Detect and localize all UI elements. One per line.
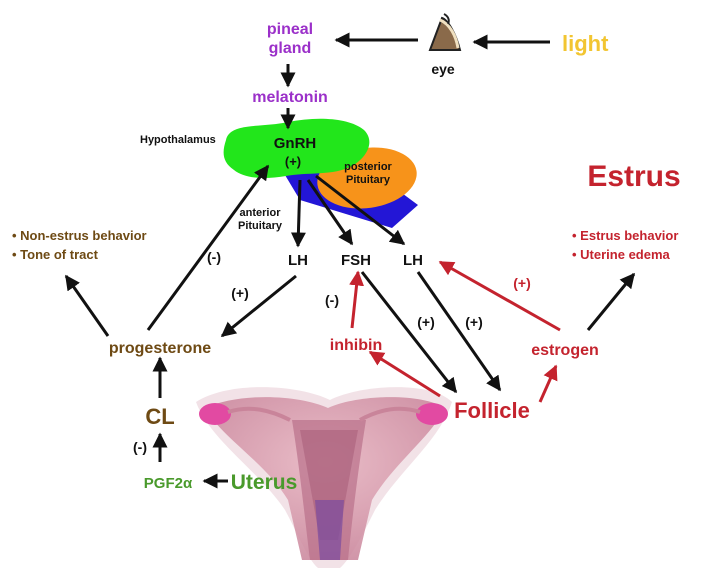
estrogen-label: estrogen	[531, 342, 599, 359]
posterior-pituitary-line1: posterior	[344, 161, 392, 173]
sign-progesterone-gnrh: (-)	[207, 249, 221, 265]
sign-inhibin-fsh: (-)	[325, 292, 339, 308]
light-label: light	[562, 31, 609, 56]
follicle-label: Follicle	[454, 398, 530, 423]
gnrh-label: GnRH	[274, 135, 317, 152]
arrow-estrogen-to-lh	[440, 262, 560, 330]
estrus-title: Estrus	[587, 160, 680, 193]
eye-label: eye	[431, 61, 455, 77]
arrow-estrogen-to-effects	[588, 274, 634, 330]
non-estrus-behavior-label: • Non-estrus behavior	[12, 228, 147, 243]
anterior-pituitary-line2: Pituitary	[238, 220, 283, 232]
sign-fsh-follicle: (+)	[417, 314, 435, 330]
tone-of-tract-label: • Tone of tract	[12, 247, 99, 262]
uterine-edema-label: • Uterine edema	[572, 247, 671, 262]
pineal-label-line2: gland	[269, 40, 312, 57]
eye-icon	[430, 14, 460, 50]
progesterone-label: progesterone	[109, 340, 211, 357]
arrow-progesterone-to-gnrh	[148, 166, 268, 330]
arrow-progesterone-to-effects	[66, 276, 108, 336]
estrus-behavior-label: • Estrus behavior	[572, 228, 678, 243]
sign-lh-follicle: (+)	[465, 314, 483, 330]
arrow-fsh-to-follicle	[362, 272, 456, 392]
gnrh-sign: (+)	[285, 154, 301, 169]
sign-estrogen-lh: (+)	[513, 275, 531, 291]
cl-label: CL	[145, 404, 174, 429]
arrow-to-lh-left	[298, 180, 300, 246]
anterior-pituitary-line1: anterior	[240, 207, 282, 219]
fsh-label: FSH	[341, 252, 371, 269]
sign-pgf2a-cl: (-)	[133, 439, 147, 455]
hypothalamus-label: Hypothalamus	[140, 134, 216, 146]
arrow-follicle-to-estrogen	[540, 366, 556, 402]
uterus-label: Uterus	[231, 471, 298, 494]
lh-left-label: LH	[288, 252, 308, 269]
lh-right-label: LH	[403, 252, 423, 269]
sign-lh-progesterone: (+)	[231, 285, 249, 301]
posterior-pituitary-line2: Pituitary	[346, 174, 391, 186]
pineal-label-line1: pineal	[267, 21, 313, 38]
inhibin-label: inhibin	[330, 337, 382, 354]
arrow-inhibin-to-fsh	[352, 272, 358, 328]
pgf2a-label: PGF2α	[144, 475, 193, 492]
melatonin-label: melatonin	[252, 89, 328, 106]
